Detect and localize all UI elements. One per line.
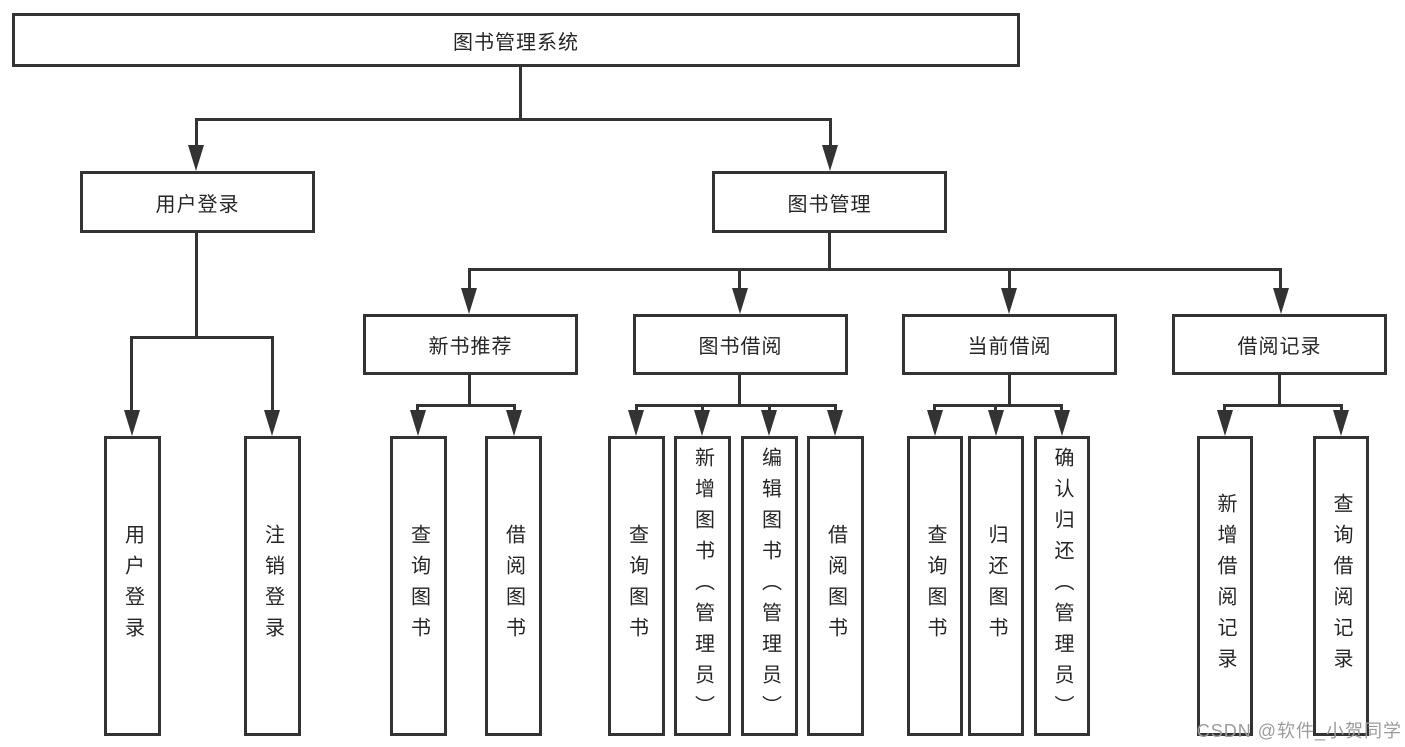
leaf-query-books-label: 查询图书 <box>625 524 648 648</box>
connector-line <box>271 336 274 414</box>
connector-line <box>829 118 832 148</box>
leaf-edit-books-admin: 编辑图书（管理员） <box>741 436 798 736</box>
arrow-head <box>927 410 943 436</box>
leaf-user-login: 用户登录 <box>104 436 161 736</box>
arrow-head <box>827 410 843 436</box>
connector-line <box>738 375 741 407</box>
node-root-label: 图书管理系统 <box>453 31 579 54</box>
node-book-borrow: 图书借阅 <box>633 314 848 375</box>
arrow-head <box>1001 288 1017 314</box>
connector-line <box>468 268 1282 271</box>
node-new-book-recommend-label: 新书推荐 <box>428 336 513 358</box>
leaf-query-books-label: 查询图书 <box>407 524 430 648</box>
arrow-head <box>264 410 280 436</box>
leaf-borrow-books-label: 借阅图书 <box>824 524 847 648</box>
arrow-head <box>822 145 838 171</box>
arrow-head <box>1273 288 1289 314</box>
leaf-borrow-books-label: 借阅图书 <box>502 524 525 648</box>
connector-line <box>130 336 133 414</box>
arrow-head <box>761 410 777 436</box>
arrow-head <box>461 288 477 314</box>
connector-line <box>416 404 516 407</box>
connector-line <box>519 66 522 120</box>
node-new-book-recommend: 新书推荐 <box>363 314 578 375</box>
leaf-add-books-admin: 新增图书（管理员） <box>674 436 731 736</box>
node-book-borrow-label: 图书借阅 <box>698 336 783 358</box>
node-book-management: 图书管理 <box>712 171 947 233</box>
arrow-head <box>732 288 748 314</box>
connector-line <box>635 404 837 407</box>
arrow-head <box>628 410 644 436</box>
leaf-query-books: 查询图书 <box>390 436 447 736</box>
leaf-query-books: 查询图书 <box>907 436 963 736</box>
connector-line <box>195 118 198 148</box>
connector-line <box>828 233 831 271</box>
node-borrow-record-label: 借阅记录 <box>1237 336 1322 358</box>
leaf-logout-login-label: 注销登录 <box>261 524 284 648</box>
connector-line <box>195 118 832 121</box>
leaf-query-books: 查询图书 <box>608 436 665 736</box>
leaf-confirm-return-admin: 确认归还（管理员） <box>1034 436 1090 736</box>
leaf-user-login-label: 用户登录 <box>121 524 144 648</box>
connector-line <box>1278 375 1281 407</box>
leaf-add-books-admin-label: 新增图书（管理员） <box>691 446 714 726</box>
connector-line <box>1279 268 1282 292</box>
arrow-head <box>988 410 1004 436</box>
leaf-confirm-return-admin-label: 确认归还（管理员） <box>1051 446 1073 726</box>
leaf-add-borrow-record: 新增借阅记录 <box>1197 436 1253 736</box>
node-current-borrow-label: 当前借阅 <box>967 336 1052 358</box>
arrow-head <box>410 410 426 436</box>
arrow-head <box>188 145 204 171</box>
connector-line <box>933 404 1063 407</box>
leaf-return-books-label: 归还图书 <box>985 524 1007 648</box>
node-user-login: 用户登录 <box>80 171 315 233</box>
leaf-borrow-books: 借阅图书 <box>485 436 542 736</box>
arrow-head <box>506 410 522 436</box>
csdn-watermark: CSDN @软件_小贺同学 <box>1196 721 1402 741</box>
node-user-login-label: 用户登录 <box>155 193 240 216</box>
node-borrow-record: 借阅记录 <box>1172 314 1387 375</box>
connector-line <box>468 268 471 292</box>
arrow-head <box>694 410 710 436</box>
leaf-query-borrow-record: 查询借阅记录 <box>1313 436 1369 736</box>
leaf-return-books: 归还图书 <box>968 436 1024 736</box>
leaf-logout-login: 注销登录 <box>244 436 301 736</box>
connector-line <box>195 233 198 339</box>
arrow-head <box>124 410 140 436</box>
leaf-edit-books-admin-label: 编辑图书（管理员） <box>758 446 781 726</box>
connector-line <box>1008 268 1011 292</box>
leaf-query-books-label: 查询图书 <box>924 524 946 648</box>
connector-line <box>1008 375 1011 407</box>
arrow-head <box>1217 410 1233 436</box>
node-book-management-label: 图书管理 <box>787 193 872 216</box>
leaf-query-borrow-record-label: 查询借阅记录 <box>1330 493 1352 679</box>
connector-line <box>468 375 471 407</box>
leaf-add-borrow-record-label: 新增借阅记录 <box>1214 493 1236 679</box>
connector-line <box>130 336 274 339</box>
node-root: 图书管理系统 <box>12 13 1020 67</box>
arrow-head <box>1333 410 1349 436</box>
node-current-borrow: 当前借阅 <box>902 314 1117 375</box>
connector-line <box>1223 404 1343 407</box>
leaf-borrow-books: 借阅图书 <box>807 436 864 736</box>
connector-line <box>738 268 741 292</box>
arrow-head <box>1054 410 1070 436</box>
